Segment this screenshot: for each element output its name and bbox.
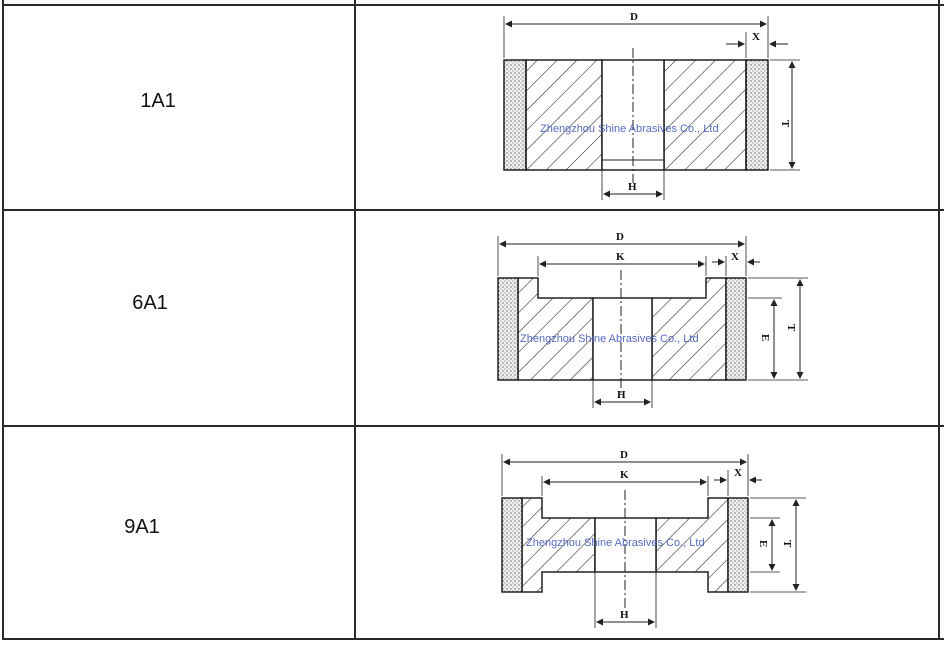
dim-x-label: X	[731, 251, 739, 263]
dim-t-label: T	[779, 120, 791, 128]
abrasive-layer-left	[501, 497, 523, 593]
watermark-text: Zhengzhou Shine Abrasives Co., Ltd	[526, 537, 705, 549]
row-3-type-label: 9A1	[124, 516, 160, 538]
dim-h-label: H	[628, 181, 637, 193]
abrasive-layer-right	[725, 277, 747, 381]
row-2-type-label: 6A1	[132, 292, 168, 314]
table-border-top	[2, 4, 944, 6]
dim-k-label: K	[620, 469, 629, 481]
core-section-right	[663, 59, 747, 171]
row-divider-2	[2, 425, 944, 427]
dim-x-label: X	[734, 467, 742, 479]
abrasive-layer-left	[503, 59, 527, 171]
dim-x-label: X	[752, 31, 760, 43]
core-section-left	[517, 277, 594, 381]
dim-e-label: E	[759, 334, 771, 341]
row-1-type-label: 1A1	[140, 90, 176, 112]
core-section-right	[651, 277, 727, 381]
diagram-9a1: D K X E T H Zhengzhou Shine Abrasives Co…	[501, 449, 806, 628]
row-divider-1	[2, 209, 944, 211]
dim-d-label: D	[616, 231, 624, 243]
table-border-bottom	[2, 638, 944, 640]
abrasive-layer-right	[727, 497, 749, 593]
table-border-left	[2, 0, 4, 640]
diagram-6a1: D K X E T H Zhengzhou Shine Abrasives Co…	[497, 231, 808, 408]
dim-h-label: H	[620, 609, 629, 621]
diagram-1a1: D X T H Zhengzhou Shine Abrasives Co., L…	[503, 11, 800, 200]
bore-hole	[592, 297, 653, 381]
core-section-left	[525, 59, 603, 171]
column-divider	[354, 0, 356, 640]
watermark-text: Zhengzhou Shine Abrasives Co., Ltd	[520, 333, 699, 345]
abrasive-layer-left	[497, 277, 519, 381]
dim-k-label: K	[616, 251, 625, 263]
dim-t-label: T	[785, 324, 797, 332]
table-border-right	[938, 0, 940, 640]
dim-d-label: D	[630, 11, 638, 23]
dim-e-label: E	[757, 540, 769, 547]
dim-h-label: H	[617, 389, 626, 401]
dim-d-label: D	[620, 449, 628, 461]
watermark-text: Zhengzhou Shine Abrasives Co., Ltd	[540, 123, 719, 135]
abrasive-layer-right	[745, 59, 769, 171]
dim-t-label: T	[781, 540, 793, 548]
